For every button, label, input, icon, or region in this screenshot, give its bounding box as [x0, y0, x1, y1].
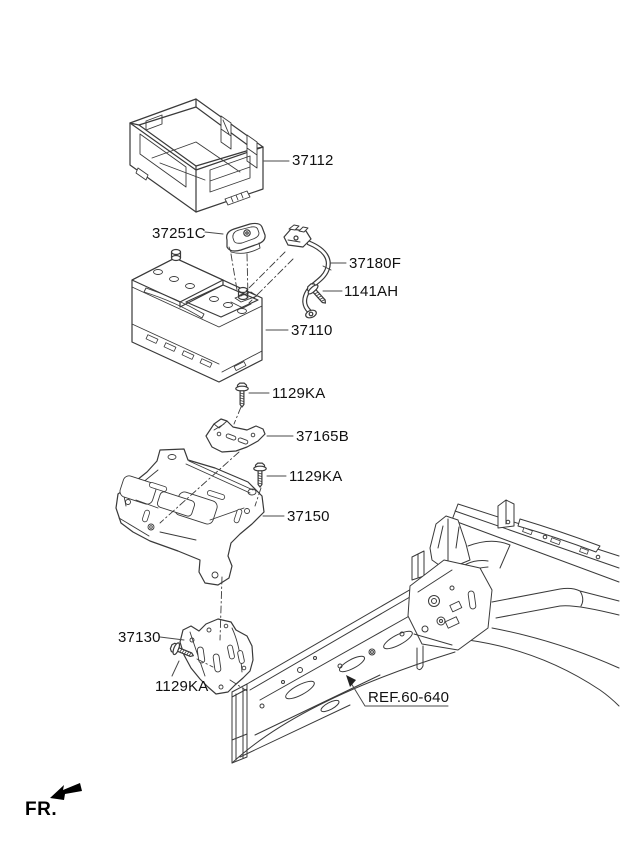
battery-drawing	[131, 248, 263, 383]
ref-arrowhead	[346, 675, 356, 687]
front-direction-label: FR.	[25, 799, 58, 820]
part-label-bolt-upper: 1129KA	[272, 385, 326, 402]
part-label-holddown-bracket: 37165B	[296, 428, 349, 445]
fr-direction-arrow-icon	[50, 783, 82, 800]
sensor-cable-drawing	[283, 224, 332, 319]
part-label-terminal-cap: 37251C	[152, 225, 206, 242]
leader-lines	[159, 160, 449, 707]
holddown-bracket-drawing	[205, 418, 266, 453]
bolt-1129ka-mid-drawing	[253, 462, 267, 488]
bolt-1141ah-drawing	[304, 280, 331, 308]
part-label-bolt-mid: 1129KA	[289, 468, 343, 485]
mount-bracket-drawing	[179, 618, 254, 695]
part-label-cover: 37112	[292, 152, 334, 169]
part-label-battery: 37110	[291, 322, 333, 339]
assembly-centerlines	[159, 251, 294, 692]
part-label-sensor-cable: 37180F	[349, 255, 402, 272]
part-label-sensor-bolt: 1141AH	[344, 283, 399, 300]
bolt-1129ka-upper-drawing	[235, 382, 249, 408]
frame-rail-drawing	[231, 499, 620, 764]
battery-cover-drawing	[129, 98, 264, 213]
tray-drawing	[115, 448, 265, 586]
part-label-tray: 37150	[287, 508, 330, 525]
terminal-cap-drawing	[226, 222, 266, 254]
part-label-mount-bracket: 37130	[118, 629, 161, 646]
frame-reference-label: REF.60-640	[368, 689, 450, 706]
part-label-bolt-lower: 1129KA	[155, 678, 209, 695]
